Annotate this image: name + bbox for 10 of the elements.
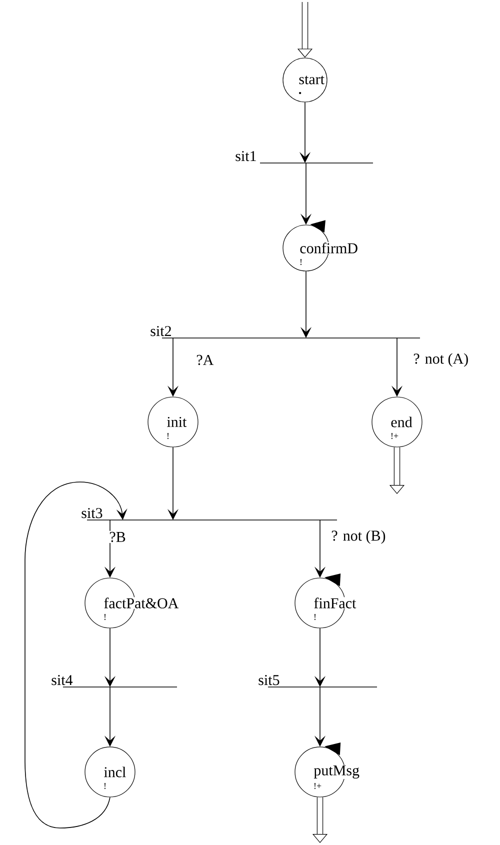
situation-bar: sit4 [52, 675, 178, 688]
edge-label: ?B [108, 530, 127, 544]
arrow [24, 482, 128, 828]
situation-bar: sit3 [82, 508, 338, 520]
situation-bar: sit2 [150, 326, 420, 338]
situation-bar: sit1 [236, 151, 374, 164]
edge-label: ? not (B) [330, 529, 387, 545]
edge-label: ? not (A) [412, 352, 470, 368]
edge-label: ?A [195, 354, 215, 366]
situation-bar: sit5 [258, 675, 378, 688]
